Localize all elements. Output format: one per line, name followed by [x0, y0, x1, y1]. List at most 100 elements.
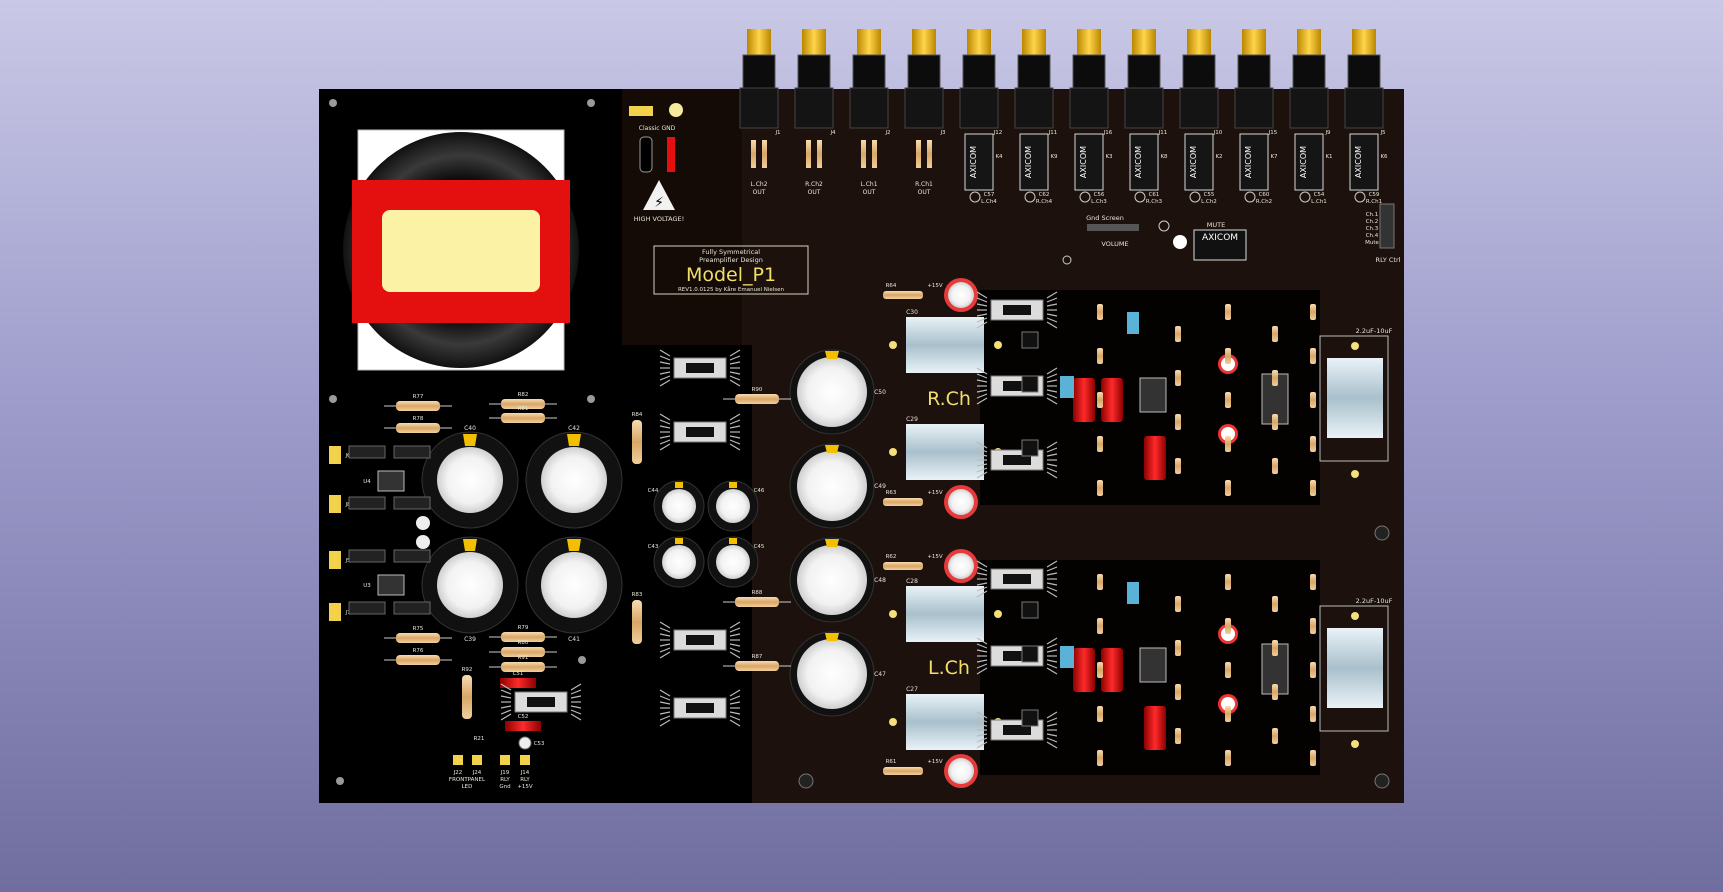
resistor [1225, 618, 1231, 634]
c1-value: 2.2uF-10uF [1356, 597, 1393, 605]
c2-value: 2.2uF-10uF [1356, 327, 1393, 335]
supply-voltage: +15V [927, 490, 943, 496]
ic-ref: U3 [363, 583, 371, 589]
mute-label: MUTE [1207, 221, 1225, 229]
rly-ctrl-label: RLY Ctrl [1376, 256, 1401, 264]
resistor: R80 [489, 640, 557, 657]
supply-resistor: R62 [886, 554, 897, 560]
volume-label: VOLUME [1101, 240, 1128, 248]
relay-brand: AXICOM [1189, 146, 1198, 178]
electrolytic-capacitor: C41 [525, 536, 623, 643]
rca-ref: J15 [1268, 130, 1278, 136]
resistor [1097, 618, 1103, 634]
resistor [1175, 684, 1181, 700]
resistor [1225, 574, 1231, 590]
resistor [1310, 436, 1316, 452]
resistor-ref: R75 [413, 626, 424, 632]
pin-header: J14 [520, 755, 530, 776]
resistor [1225, 304, 1231, 320]
resistor [1175, 728, 1181, 744]
electrolytic-capacitor-small: C44 [648, 480, 705, 532]
resistor [1272, 640, 1278, 656]
rca-jack: J15 [1234, 29, 1278, 136]
relay-channel: L.Ch4 [981, 199, 997, 205]
connector-ref: J6 [344, 453, 351, 459]
resistor: R79 [489, 625, 557, 642]
electrolytic-capacitor: C42 [525, 425, 623, 529]
resistor [1097, 574, 1103, 590]
supply-voltage: +15V [927, 554, 943, 560]
output-channel: R.Ch1 [915, 181, 933, 188]
resistor [1175, 640, 1181, 656]
rca-jack: J9 [1289, 29, 1331, 136]
warning-text: HIGH VOLTAGE! [634, 215, 685, 223]
transistor [393, 445, 431, 459]
cap-ref: C42 [568, 425, 580, 432]
connector-ref: J7 [344, 610, 351, 616]
resistor-ref: R91 [518, 655, 529, 661]
relay-channel: L.Ch2 [1201, 199, 1217, 205]
rca-ref: J4 [829, 130, 836, 136]
cap-ref: C52 [518, 714, 529, 720]
resistor [1225, 480, 1231, 496]
electrolytic-capacitor-small: C43 [648, 536, 705, 588]
film-capacitor-small: C51 [500, 671, 536, 688]
led: C53 R21 [474, 736, 545, 750]
resistor [1272, 596, 1278, 612]
resistor [1225, 750, 1231, 766]
resistor [1225, 706, 1231, 722]
pin-header: J24 [472, 755, 482, 776]
rca-jack: J5 [1344, 29, 1386, 136]
led-label: LED [462, 784, 473, 790]
resistor: R76 [384, 648, 452, 665]
high-voltage-warning: ⚡ HIGH VOLTAGE! Classic GND [629, 103, 684, 223]
screw-terminal: J6 [329, 446, 351, 464]
pin-header: J22 [453, 755, 463, 776]
resistor-ref: R92 [462, 667, 473, 673]
electrolytic-capacitor: C39 [421, 536, 519, 643]
relay-ctrl-label: Mute [1365, 240, 1379, 246]
relay-ref: K6 [1380, 154, 1388, 160]
relay-ctrl-label: Ch.4 [1366, 233, 1379, 239]
heatsink [659, 349, 741, 387]
warning-icon: ⚡ [654, 195, 664, 211]
connector-ref: J8 [344, 502, 351, 508]
relay-ctrl-label: Ch.1 [1366, 212, 1379, 218]
resistor: R75 [384, 626, 452, 643]
relay-channel: L.Ch1 [1311, 199, 1327, 205]
ic-chip [1139, 377, 1167, 413]
small-capacitor [416, 535, 430, 549]
cap-ref: C43 [648, 544, 659, 550]
electrolytic-capacitor-small: C45 [707, 536, 765, 588]
rca-jack: J1 [739, 29, 781, 136]
electrolytic-capacitor-small: C46 [707, 480, 765, 532]
rca-ref: J16 [1103, 130, 1113, 136]
cap-ref: C29 [906, 416, 918, 423]
electrolytic-capacitor: C40 [421, 425, 519, 529]
relay-ctrl-label: Ch.2 [1366, 219, 1379, 225]
resistor: R91 [489, 655, 557, 672]
l-channel-label: L.Ch [928, 657, 970, 679]
cap-ref: C53 [534, 741, 545, 747]
cap-ref: C47 [874, 671, 886, 678]
rca-ref: J1 [774, 130, 780, 136]
resistor: R78 [384, 416, 452, 433]
resistor [1097, 348, 1103, 364]
resistor-ref: R21 [474, 736, 485, 742]
cap-ref: C40 [464, 425, 476, 432]
transistor [348, 496, 386, 510]
supply-resistor: R64 [886, 283, 897, 289]
rca-ref: J11 [1048, 130, 1058, 136]
film-capacitor: C27 [889, 686, 1002, 750]
electrolytic-capacitor: C47 [789, 631, 886, 717]
resistor [1272, 458, 1278, 474]
relay-cap: C60 [1259, 192, 1270, 198]
rca-ref: J11 [1158, 130, 1168, 136]
transistor [393, 601, 431, 615]
transistor [1021, 375, 1039, 393]
trimmer [1127, 582, 1139, 604]
